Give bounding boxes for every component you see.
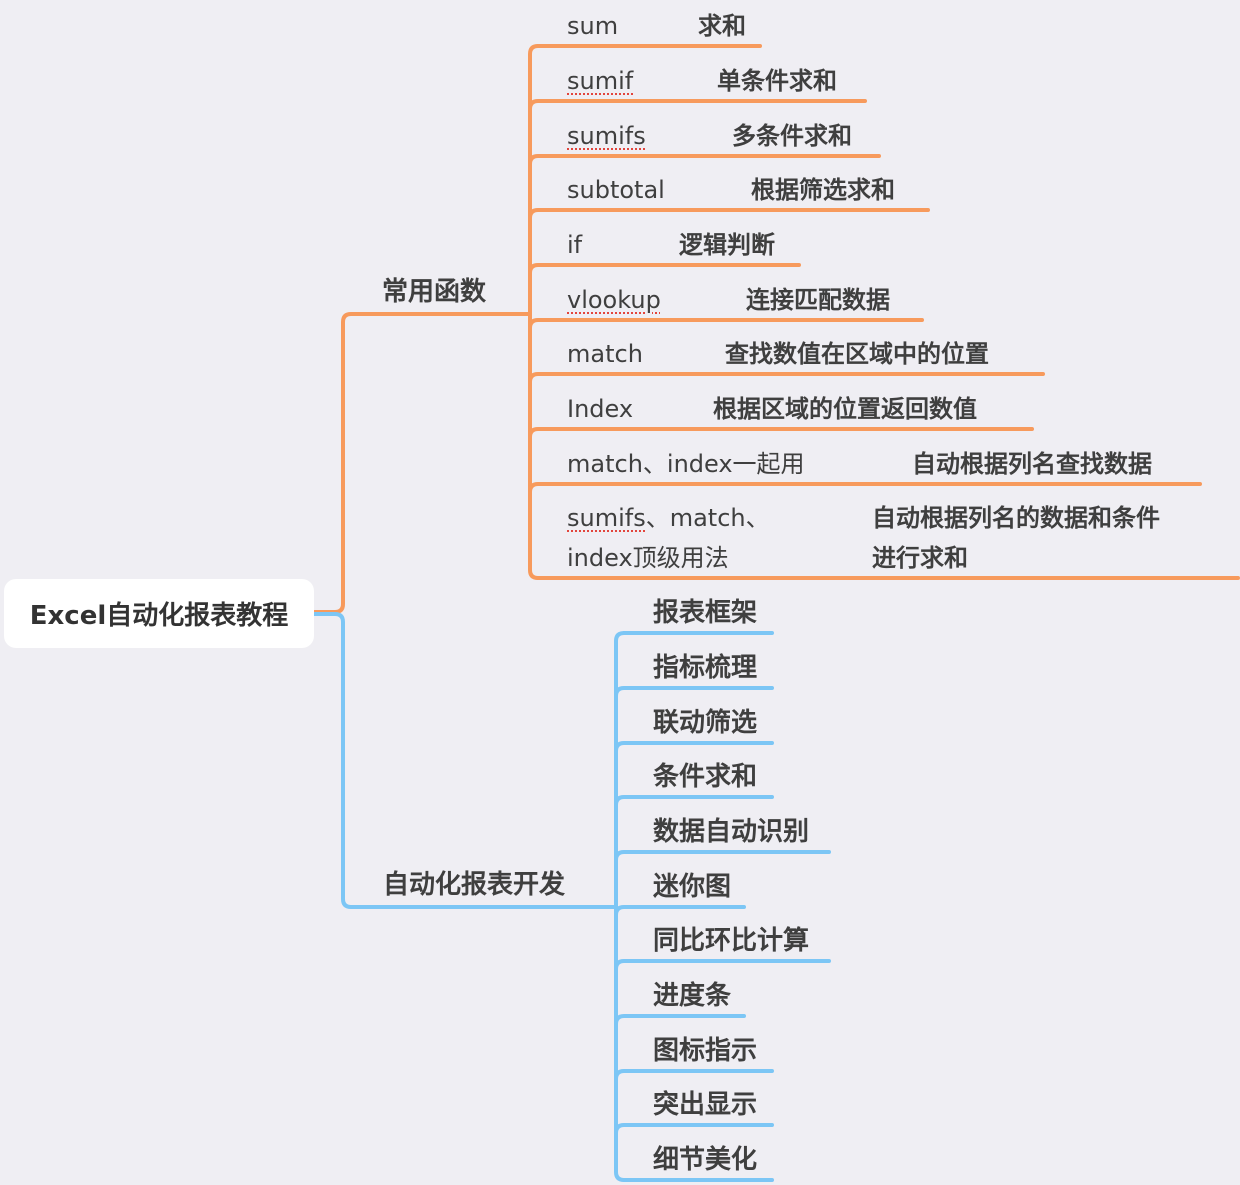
leaf-sum[interactable]: sum 求和 [567, 6, 767, 46]
leaf-sumif[interactable]: sumif 单条件求和 [567, 61, 867, 101]
leaf-label: 进度条 [653, 981, 732, 1011]
leaf-label: 数据自动识别 [653, 817, 810, 847]
function-name: Index [567, 395, 634, 423]
leaf-metric-sorting[interactable]: 指标梳理 [653, 653, 757, 683]
leaf-progress-bar[interactable]: 进度条 [653, 981, 731, 1011]
leaf-label: 细节美化 [653, 1145, 758, 1175]
function-name-marked: sumifs [567, 504, 646, 532]
leaf-linked-filter[interactable]: 联动筛选 [653, 708, 757, 738]
leaf-subtotal[interactable]: subtotal 根据筛选求和 [567, 170, 927, 210]
branch-label: 自动化报表开发 [383, 870, 566, 900]
leaf-sumifs[interactable]: sumifs 多条件求和 [567, 116, 877, 156]
function-description: 连接匹配数据 [746, 286, 890, 314]
function-description: 根据区域的位置返回数值 [713, 395, 977, 423]
leaf-conditional-sum[interactable]: 条件求和 [653, 762, 757, 792]
leaf-detail-polish[interactable]: 细节美化 [653, 1145, 757, 1175]
function-name: sumifs、match、 index顶级用法 [567, 498, 770, 578]
leaf-label: 报表框架 [653, 598, 758, 628]
leaf-sumifs-match-index[interactable]: sumifs、match、 index顶级用法 自动根据列名的数据和条件 进行求… [567, 498, 1227, 578]
leaf-label: 同比环比计算 [653, 926, 810, 956]
function-name: if [567, 231, 583, 259]
leaf-label: 联动筛选 [653, 708, 758, 738]
root-node[interactable]: Excel自动化报表教程 [4, 579, 314, 648]
function-name: sum [567, 12, 619, 40]
function-description: 自动根据列名查找数据 [912, 450, 1152, 478]
connector-root-branch2 [312, 612, 616, 909]
branch1-spine [528, 44, 540, 580]
function-name: sumif [567, 67, 634, 95]
branch-report-development[interactable]: 自动化报表开发 [383, 870, 565, 900]
leaf-label: 指标梳理 [653, 653, 758, 683]
function-description-line2: 进行求和 [872, 544, 968, 572]
function-description: 逻辑判断 [679, 231, 775, 259]
leaf-report-framework[interactable]: 报表框架 [653, 598, 757, 628]
leaf-icon-indicator[interactable]: 图标指示 [653, 1036, 757, 1066]
leaf-index[interactable]: Index 根据区域的位置返回数值 [567, 389, 1032, 429]
function-name: match [567, 340, 643, 368]
function-name-line2: index顶级用法 [567, 544, 729, 572]
function-name: match、index一起用 [567, 450, 805, 478]
function-description: 多条件求和 [732, 122, 852, 150]
leaf-vlookup[interactable]: vlookup 连接匹配数据 [567, 280, 922, 320]
branch-label: 常用函数 [382, 277, 487, 307]
leaf-yoy-mom[interactable]: 同比环比计算 [653, 926, 809, 956]
root-label: Excel自动化报表教程 [29, 601, 289, 631]
function-description: 自动根据列名的数据和条件 进行求和 [872, 498, 1160, 578]
leaf-if[interactable]: if 逻辑判断 [567, 225, 797, 265]
branch2-underlines [614, 631, 831, 1182]
leaf-match[interactable]: match 查找数值在区域中的位置 [567, 334, 1042, 374]
function-description: 单条件求和 [717, 67, 837, 95]
function-name-rest: 、match、 [645, 504, 770, 532]
leaf-highlight[interactable]: 突出显示 [653, 1090, 757, 1120]
leaf-auto-recognition[interactable]: 数据自动识别 [653, 817, 809, 847]
branch1-underlines [528, 44, 1240, 580]
function-name: subtotal [567, 176, 665, 204]
function-description: 查找数值在区域中的位置 [725, 340, 989, 368]
function-description-line1: 自动根据列名的数据和条件 [872, 504, 1160, 532]
leaf-label: 突出显示 [653, 1090, 758, 1120]
leaf-sparkline[interactable]: 迷你图 [653, 872, 731, 902]
leaf-match-index[interactable]: match、index一起用 自动根据列名查找数据 [567, 444, 1199, 484]
function-name: vlookup [567, 286, 661, 314]
connector-root-branch1 [312, 312, 530, 614]
leaf-label: 迷你图 [653, 872, 732, 902]
function-description: 求和 [698, 12, 746, 40]
function-name: sumifs [567, 122, 646, 150]
leaf-label: 图标指示 [653, 1036, 758, 1066]
function-description: 根据筛选求和 [751, 176, 895, 204]
leaf-label: 条件求和 [653, 762, 758, 792]
branch-common-functions[interactable]: 常用函数 [382, 277, 486, 307]
